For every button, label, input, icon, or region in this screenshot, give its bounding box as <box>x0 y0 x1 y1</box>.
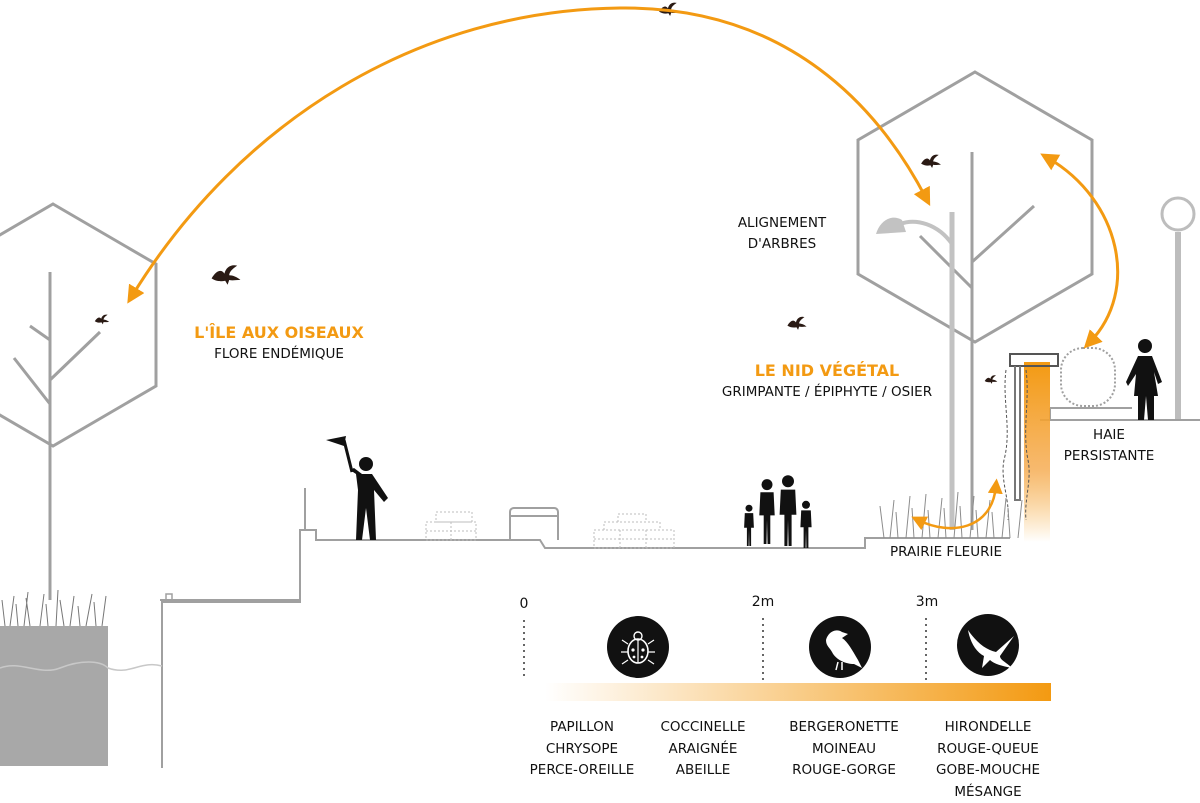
bird-icon <box>787 317 806 330</box>
person-waving-flag <box>326 436 388 540</box>
family-group <box>744 475 812 548</box>
species-group-3: BERGERONETTE MOINEAU ROUGE-GORGE <box>789 717 899 782</box>
scale-tick-2m: 2m <box>752 594 775 610</box>
bird-icon <box>212 265 241 285</box>
species-group-2: COCCINELLE ARAIGNÉE ABEILLE <box>660 717 745 782</box>
species-name: ARAIGNÉE <box>660 739 745 761</box>
persistent-hedge <box>1061 348 1115 406</box>
species-name: BERGERONETTE <box>789 717 899 739</box>
rooftop-crates-right <box>594 514 674 548</box>
bird-icon <box>985 375 998 384</box>
ladybug-icon <box>607 616 669 678</box>
prairie-label: PRAIRIE FLEURIE <box>890 542 1002 563</box>
species-name: ROUGE-QUEUE <box>936 739 1040 761</box>
rooftop-bench <box>510 508 558 540</box>
species-name: GOBE-MOUCHE <box>936 760 1040 782</box>
haie-line2: PERSISTANTE <box>1064 446 1154 467</box>
nid-vegetal-label: LE NID VÉGÉTAL GRIMPANTE / ÉPIPHYTE / OS… <box>722 360 932 403</box>
ile-title: L'ÎLE AUX OISEAUX <box>194 322 364 344</box>
scale-tick-3m: 3m <box>916 594 939 610</box>
nid-title: LE NID VÉGÉTAL <box>722 360 932 382</box>
globe-lamp <box>1162 198 1194 420</box>
alignement-label: ALIGNEMENT D'ARBRES <box>738 213 826 255</box>
species-group-4: HIRONDELLE ROUGE-QUEUE GOBE-MOUCHE MÉSAN… <box>936 717 1040 803</box>
sparrow-icon <box>809 616 871 678</box>
bird-icon <box>95 315 109 325</box>
height-gradient-bar <box>545 683 1051 701</box>
nid-subtitle: GRIMPANTE / ÉPIPHYTE / OSIER <box>722 382 932 403</box>
right-tree <box>858 72 1092 530</box>
species-name: PERCE-OREILLE <box>530 760 635 782</box>
flight-arrow-hedge <box>1048 158 1118 342</box>
haie-label: HAIE PERSISTANTE <box>1064 425 1154 467</box>
species-name: HIRONDELLE <box>936 717 1040 739</box>
haie-line1: HAIE <box>1064 425 1154 446</box>
alignement-line1: ALIGNEMENT <box>738 213 826 234</box>
vegetal-nest <box>1003 354 1058 542</box>
swallow-icon <box>957 614 1019 676</box>
ile-aux-oiseaux-label: L'ÎLE AUX OISEAUX FLORE ENDÉMIQUE <box>194 322 364 365</box>
rooftop-crates-left <box>426 512 476 540</box>
planter-box <box>0 626 108 766</box>
species-name: ABEILLE <box>660 760 745 782</box>
scale-tick-0: 0 <box>520 596 529 612</box>
left-tree <box>0 204 156 600</box>
alignement-line2: D'ARBRES <box>738 234 826 255</box>
species-name: MOINEAU <box>789 739 899 761</box>
species-name: COCCINELLE <box>660 717 745 739</box>
species-name: PAPILLON <box>530 717 635 739</box>
planter-grass <box>2 590 106 626</box>
ile-subtitle: FLORE ENDÉMIQUE <box>194 344 364 365</box>
species-name: ROUGE-GORGE <box>789 760 899 782</box>
species-group-1: PAPILLON CHRYSOPE PERCE-OREILLE <box>530 717 635 782</box>
bird-icon <box>921 155 941 168</box>
species-name: CHRYSOPE <box>530 739 635 761</box>
